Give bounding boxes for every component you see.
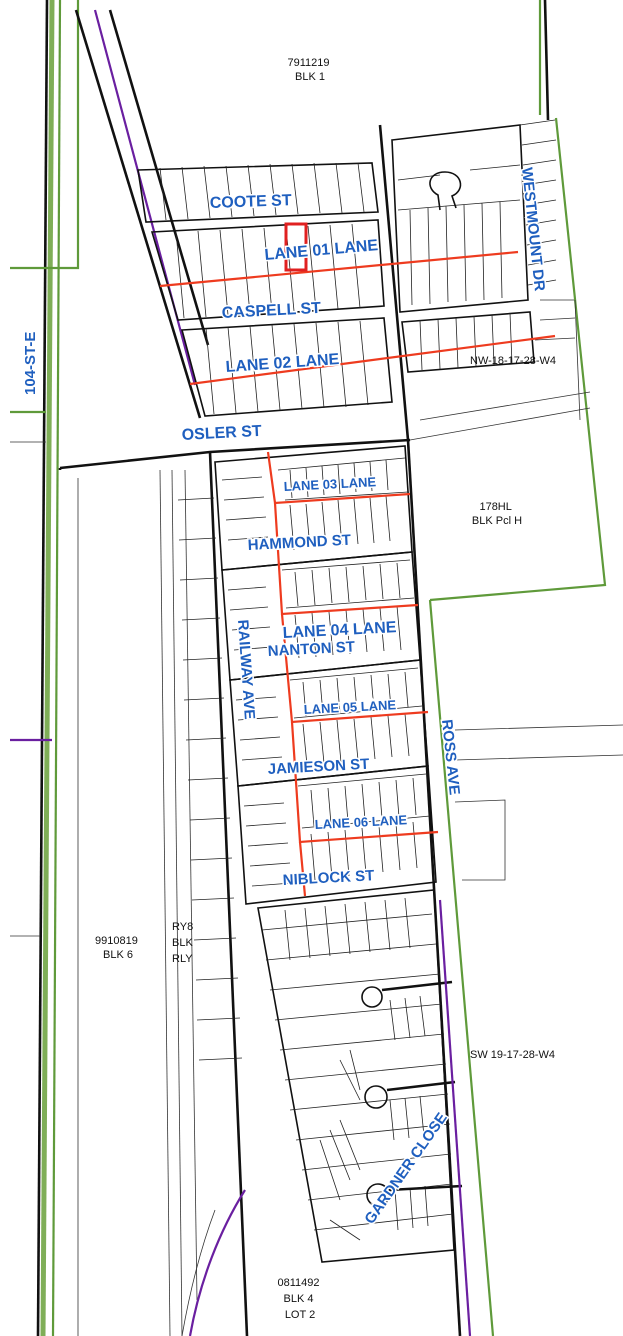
street-label-lane01: LANE 01 LANE: [264, 237, 379, 264]
street-label-lane04: LANE 04 LANE: [282, 619, 397, 642]
selected-parcel[interactable]: [284, 222, 308, 272]
street-label-jamieson: JAMIESON ST: [267, 756, 369, 778]
lane-lines: [159, 250, 556, 897]
street-label-coote: COOTE ST: [210, 192, 293, 212]
street-label-hammond: HAMMOND ST: [247, 532, 351, 554]
street-label-westmount: WESTMOUNT DR: [518, 167, 548, 292]
street-label-osler: OSLER ST: [181, 423, 262, 444]
street-label-gardner: GARDNER CLOSE: [361, 1110, 450, 1228]
parcel-0811492: 0811492 BLK 4 LOT 2: [277, 1277, 322, 1321]
street-label-104-st: 104-ST-E: [22, 332, 39, 395]
railway-corridor: [74, 9, 210, 419]
gardner-subdivision: [257, 889, 463, 1263]
lane-02-line: [189, 334, 556, 386]
street-label-lane03: LANE 03 LANE: [283, 474, 376, 494]
parcel-ry8: RY8 BLK RLY: [172, 921, 196, 965]
street-label-nanton: NANTON ST: [267, 638, 355, 660]
highway-corridor: [10, 0, 80, 1336]
south-blocks: [214, 445, 437, 905]
street-label-lane06: LANE 06 LANE: [314, 812, 407, 832]
parcel-7911219: 7911219 BLK 1: [287, 57, 332, 83]
parcel-labels: 7911219 BLK 1 NW-18-17-28-W4 178HL BLK P…: [95, 57, 556, 1321]
parcel-178hl: 178HL BLK Pcl H: [472, 501, 522, 527]
quarter-boundaries: [428, 0, 607, 1336]
lane-01-line: [159, 250, 519, 288]
street-label-niblock: NIBLOCK ST: [282, 867, 374, 889]
rail-strip: [77, 469, 246, 1336]
street-label-caspell: CASPELL ST: [221, 300, 321, 322]
street-label-railway: RAILWAY AVE: [234, 619, 258, 720]
parcel-sw-quarter: SW 19-17-28-W4: [470, 1049, 555, 1061]
parcel-9910819: 9910819 BLK 6: [95, 935, 141, 961]
parcel-nw-quarter: NW-18-17-28-W4: [470, 355, 556, 367]
street-label-lane05: LANE 05 LANE: [303, 697, 396, 717]
right-lines: [409, 299, 623, 881]
